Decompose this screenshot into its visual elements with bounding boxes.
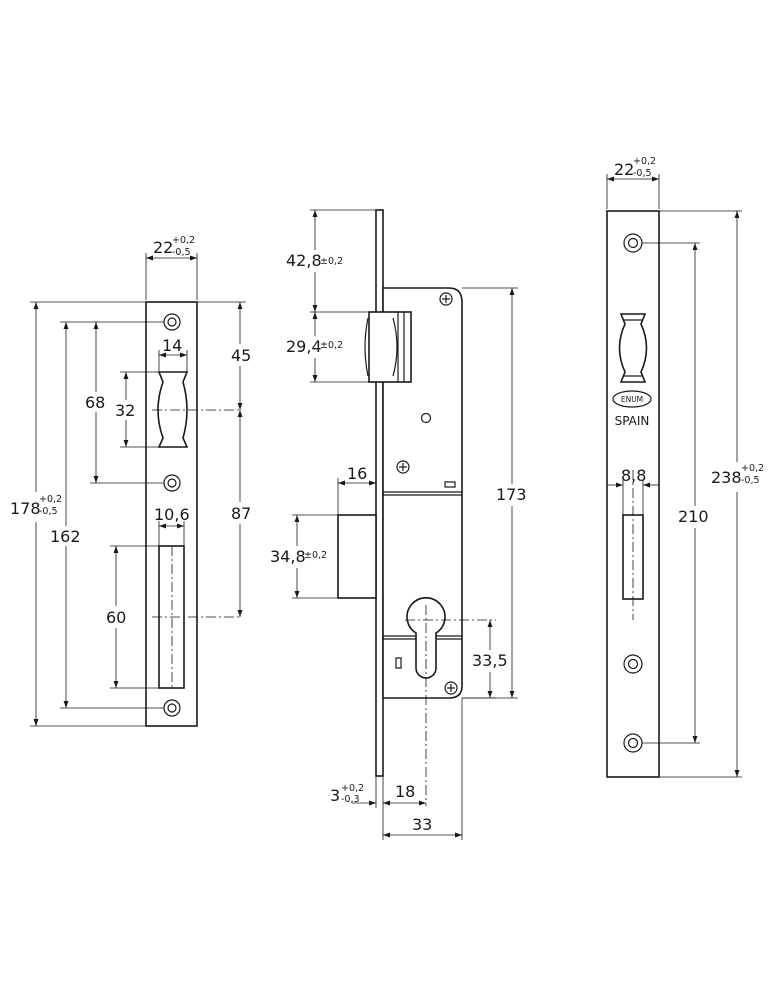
right-faceplate: ENUM SPAIN 22 +0,2 -0,5 238 +0,2 -0,5 21…	[606, 156, 770, 778]
lock-case	[382, 287, 463, 699]
small-slot	[444, 481, 456, 488]
faceplate	[375, 209, 384, 777]
origin-label: SPAIN	[615, 414, 650, 428]
dim-case-depth-33: 33	[412, 815, 432, 834]
dim-backset-18: 18	[395, 782, 415, 801]
deadbolt	[337, 514, 377, 599]
svg-text:-0,5: -0,5	[633, 168, 652, 179]
svg-text:ENUM: ENUM	[621, 395, 643, 404]
dim-height-238: 238	[711, 468, 742, 487]
dim-cylinder-33-5: 33,5	[472, 651, 508, 670]
svg-text:±0,2: ±0,2	[304, 550, 327, 561]
dim-bolt-width-10-6: 10,6	[154, 505, 190, 524]
dim-faceplate-3: 3	[330, 786, 340, 805]
dim-bolt-projection-16: 16	[347, 464, 367, 483]
screw-icon	[396, 460, 410, 474]
dim-latch-height-29-4: 29,4	[286, 337, 322, 356]
dim-latch-to-hole-68: 68	[85, 393, 105, 412]
dim-bolt-height-34-8: 34,8	[270, 547, 306, 566]
small-slot	[395, 657, 402, 669]
svg-text:-0,5: -0,5	[39, 506, 58, 517]
svg-text:+0,2: +0,2	[341, 783, 364, 794]
dim-width-22-right: 22	[614, 160, 634, 179]
svg-text:-0,5: -0,5	[741, 475, 760, 486]
dim-latch-to-bolt-87: 87	[231, 504, 251, 523]
latch-bolt	[364, 311, 412, 383]
svg-text:+0,2: +0,2	[39, 494, 62, 505]
dim-case-height-173: 173	[496, 485, 527, 504]
svg-text:-0,5: -0,5	[172, 247, 191, 258]
dim-latch-offset-42-8: 42,8	[286, 251, 322, 270]
dim-latch-height-32: 32	[115, 401, 135, 420]
brand-logo: ENUM	[612, 390, 652, 408]
lock-body-side-view: 42,8 ±0,2 29,4 ±0,2 16 34,8 ±0,2 173 33,…	[268, 209, 530, 840]
screw-icon	[439, 292, 453, 306]
dim-bolt-height-60: 60	[106, 608, 126, 627]
svg-text:+0,2: +0,2	[172, 235, 195, 246]
dim-bolt-width-8-8: 8,8	[621, 466, 646, 485]
dim-height-178: 178	[10, 499, 41, 518]
latch-opening	[618, 313, 648, 383]
dim-latch-width-14: 14	[162, 336, 182, 355]
spindle-hole	[420, 412, 432, 424]
dim-top-to-latch-45: 45	[231, 346, 251, 365]
dim-hole-spacing-162: 162	[50, 527, 81, 546]
latch-window	[157, 371, 189, 448]
dim-width-22-left: 22	[153, 238, 173, 257]
svg-text:+0,2: +0,2	[633, 156, 656, 167]
svg-text:±0,2: ±0,2	[320, 340, 343, 351]
svg-text:-0,3: -0,3	[341, 794, 360, 805]
svg-text:+0,2: +0,2	[741, 463, 764, 474]
screw-icon	[444, 681, 458, 695]
svg-text:±0,2: ±0,2	[320, 256, 343, 267]
dim-hole-spacing-210: 210	[678, 507, 709, 526]
left-strike-plate: 22 +0,2 -0,5 178 +0,2 -0,5 162 68 32 14	[8, 235, 254, 727]
screw-hole-lower	[623, 654, 643, 674]
